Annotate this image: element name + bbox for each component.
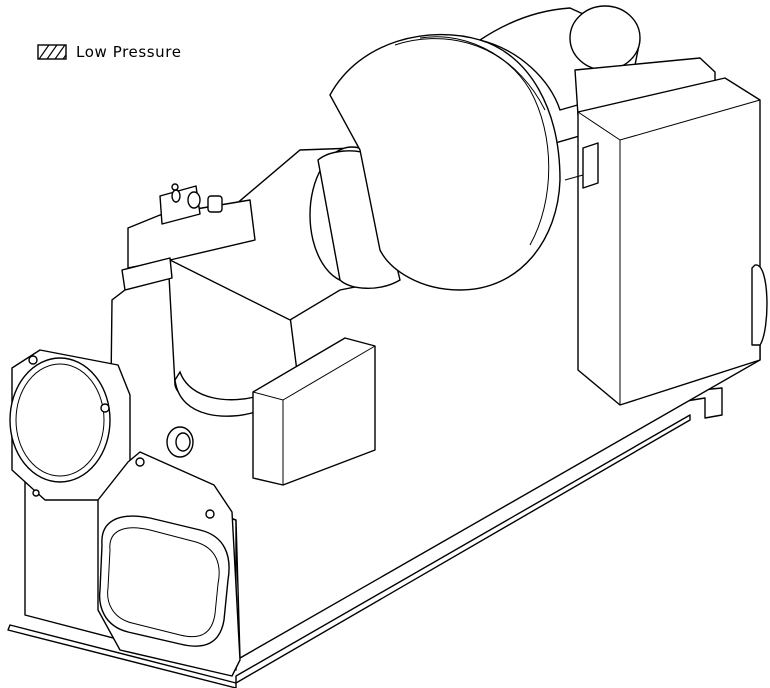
compressor-volute <box>329 33 561 291</box>
motor-housing <box>479 5 716 116</box>
compressor-inlet-cylinder <box>168 146 401 321</box>
evaporator-waterbox-flange <box>9 349 131 501</box>
motor-terminal-box <box>564 77 761 406</box>
suction-connection <box>166 426 194 458</box>
valve-assembly <box>121 183 256 291</box>
right-side-nozzle <box>751 264 768 346</box>
legend-label: Low Pressure <box>76 43 182 61</box>
condenser-end-flange <box>97 451 241 677</box>
junction-box <box>252 337 376 486</box>
legend: Low Pressure <box>37 40 182 64</box>
low-pressure-hatch-icon <box>37 44 67 60</box>
